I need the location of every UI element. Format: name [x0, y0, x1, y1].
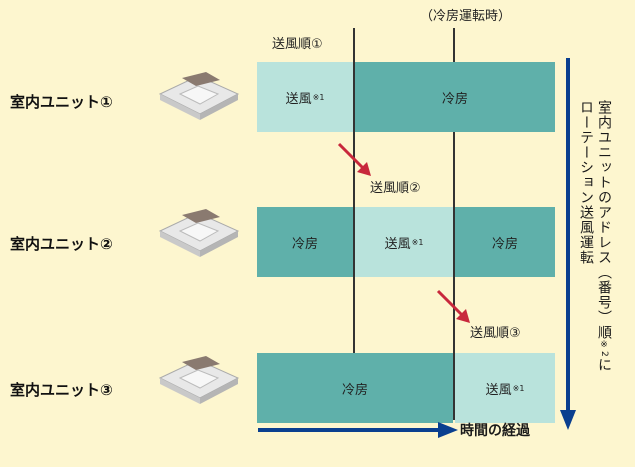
unit-3-label: 室内ユニット③ — [10, 381, 113, 399]
rotation-description-line2: ローテーション送風運転 — [578, 100, 594, 265]
rotation-description-line1: 室内ユニットのアドレス（番号）順※2に — [596, 100, 612, 373]
row1-cool-segment: 冷房 — [355, 62, 555, 132]
vertical-order-arrow-icon — [560, 58, 576, 430]
row3-fan-segment: 送風※1 — [455, 353, 555, 423]
boundary-line-2 — [453, 28, 455, 420]
operation-mode-note: （冷房運転時） — [420, 9, 512, 24]
cassette-unit-2-icon — [158, 209, 240, 257]
fan-text: 送風 — [384, 236, 411, 252]
cool-text: 冷房 — [341, 382, 368, 398]
note2-mark: ※2 — [599, 340, 609, 358]
fan-text: 送風 — [285, 91, 312, 107]
row3-cool-segment: 冷房 — [257, 353, 453, 423]
rotation-order-text-end: に — [596, 357, 612, 373]
note1-mark: ※1 — [312, 92, 325, 102]
cool-text: 冷房 — [441, 91, 468, 107]
fan-order-1-label: 送風順① — [272, 37, 323, 52]
unit-2-label: 室内ユニット② — [10, 235, 113, 253]
note1-mark: ※1 — [512, 383, 525, 393]
transition-arrow-1-icon — [337, 142, 371, 176]
fan-text: 送風 — [485, 382, 512, 398]
unit-1-label: 室内ユニット① — [10, 93, 113, 111]
cassette-unit-1-icon — [158, 72, 240, 120]
transition-arrow-2-icon — [436, 289, 470, 323]
cool-text: 冷房 — [491, 236, 518, 252]
cassette-unit-3-icon — [158, 356, 240, 404]
row2-fan-segment: 送風※1 — [355, 207, 453, 277]
rotation-order-text: 室内ユニットのアドレス（番号）順 — [596, 100, 612, 340]
row2-cool-segment-a: 冷房 — [257, 207, 353, 277]
fan-order-2-label: 送風順② — [370, 181, 421, 196]
time-elapsed-label: 時間の経過 — [460, 423, 530, 439]
time-arrow-icon — [258, 422, 458, 438]
note1-mark: ※1 — [411, 237, 424, 247]
row2-cool-segment-b: 冷房 — [455, 207, 555, 277]
cool-text: 冷房 — [291, 236, 318, 252]
fan-order-3-label: 送風順③ — [470, 326, 521, 341]
row1-fan-segment: 送風※1 — [257, 62, 353, 132]
boundary-line-1 — [353, 28, 355, 420]
